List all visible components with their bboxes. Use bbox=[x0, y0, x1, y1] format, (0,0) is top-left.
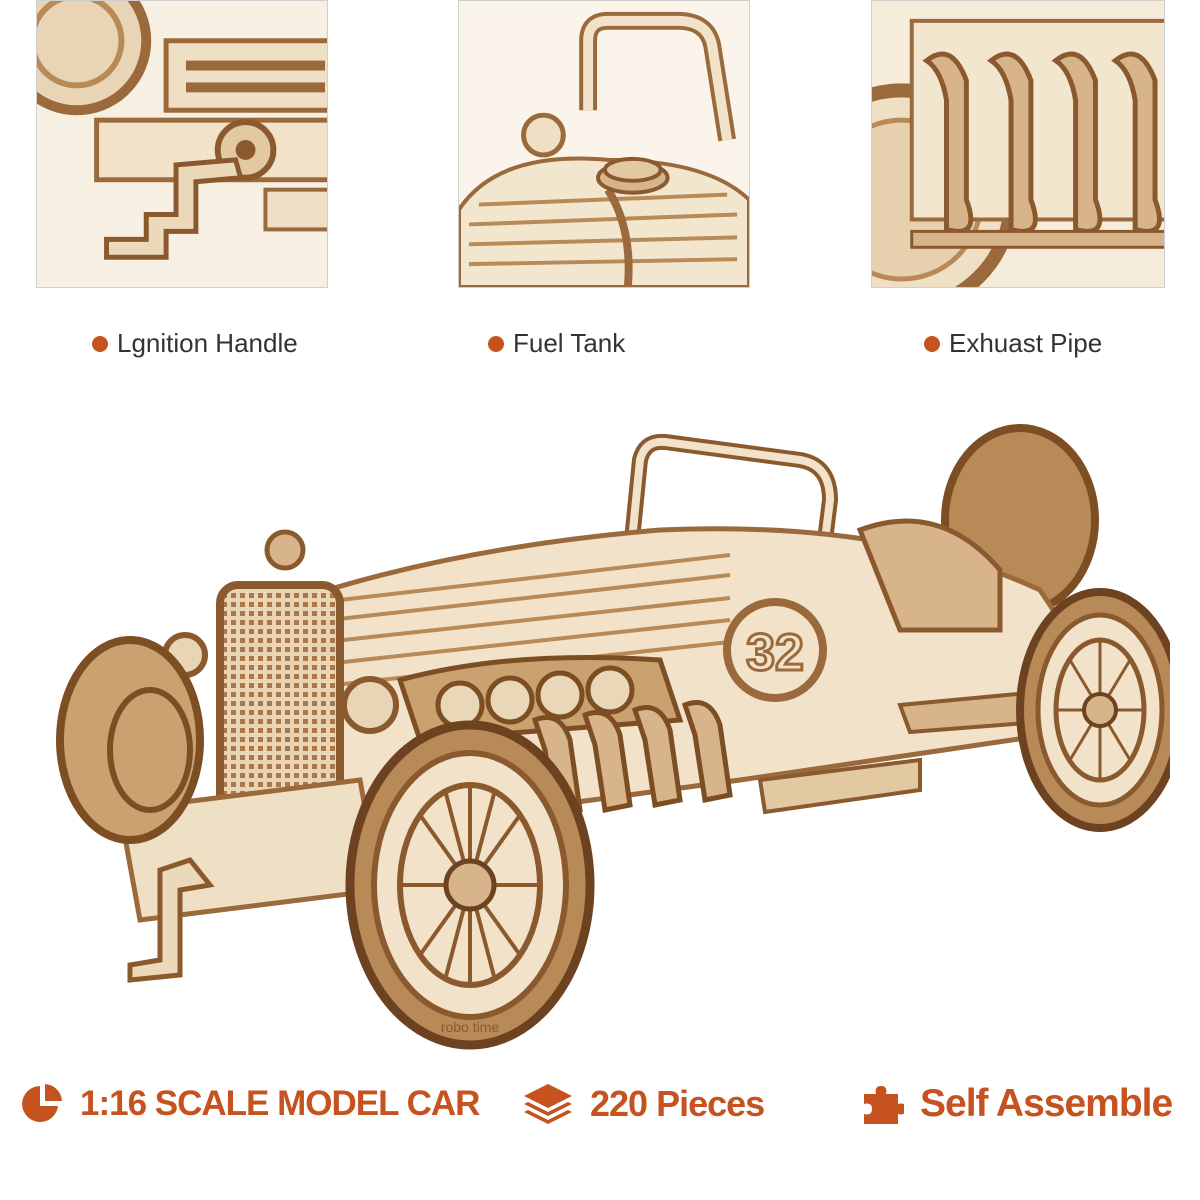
caption-exhaust-pipe: Exhuast Pipe bbox=[924, 328, 1102, 359]
feature-self-assemble: Self Assemble bbox=[860, 1082, 1173, 1126]
detail-exhaust-pipe-image bbox=[871, 0, 1165, 288]
feature-label: 220 Pieces bbox=[590, 1083, 765, 1124]
caption-label: Fuel Tank bbox=[513, 328, 626, 358]
rear-wheel bbox=[1016, 588, 1170, 832]
ignition-handle-illustration bbox=[37, 1, 327, 287]
detail-ignition-handle-image bbox=[36, 0, 328, 288]
detail-fuel-tank-image bbox=[458, 0, 750, 288]
feature-pieces: 220 Pieces bbox=[522, 1082, 765, 1126]
caption-label: Lgnition Handle bbox=[117, 328, 298, 358]
feature-label: 1:16 SCALE MODEL CAR bbox=[80, 1084, 480, 1123]
bullet-dot-icon bbox=[924, 335, 940, 352]
pie-chart-icon bbox=[22, 1084, 62, 1122]
race-number: 32 bbox=[746, 624, 804, 682]
feature-scale: 1:16 SCALE MODEL CAR bbox=[20, 1082, 480, 1126]
exhaust-pipe-illustration bbox=[872, 1, 1164, 287]
layers-icon bbox=[524, 1084, 572, 1124]
puzzle-piece-icon bbox=[864, 1086, 904, 1124]
caption-fuel-tank: Fuel Tank bbox=[488, 328, 625, 359]
bullet-dot-icon bbox=[488, 335, 504, 352]
fuel-tank-illustration bbox=[459, 1, 749, 287]
caption-label: Exhuast Pipe bbox=[949, 328, 1103, 358]
caption-ignition-handle: Lgnition Handle bbox=[92, 328, 298, 359]
bullet-dot-icon bbox=[92, 335, 108, 352]
wooden-race-car-image: 32 bbox=[56, 424, 1170, 1050]
front-wheel: robo time bbox=[345, 720, 595, 1050]
wheel-brand-text: robo time bbox=[441, 1019, 500, 1035]
feature-label: Self Assemble bbox=[920, 1082, 1173, 1125]
